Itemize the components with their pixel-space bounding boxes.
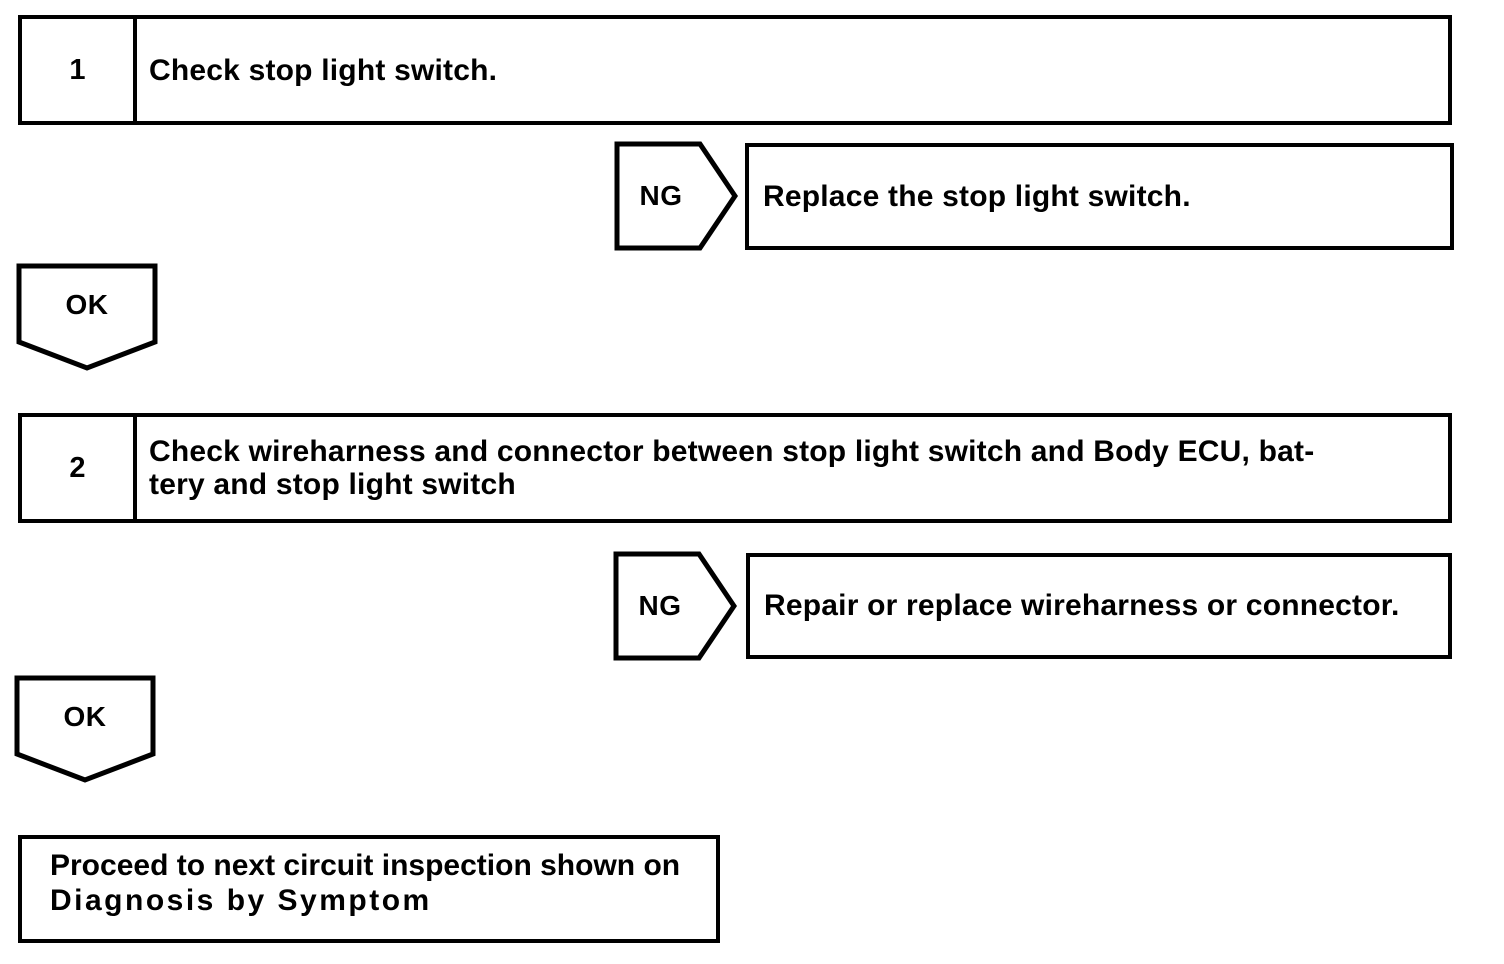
step-2-instruction-line-1: Check wireharness and connector between …: [149, 435, 1315, 468]
ok-pentagon-icon: [16, 263, 158, 371]
step-1-instruction-line: Check stop light switch.: [149, 53, 498, 87]
ng-pentagon-icon: [613, 551, 737, 661]
end-box-line-2: Diagnosis by Symptom: [50, 884, 432, 917]
end-box-text: Proceed to next circuit inspection shown…: [22, 839, 716, 939]
ok-pentagon-icon: [14, 675, 156, 783]
step-1-box: 1 Check stop light switch.: [18, 15, 1452, 125]
step-1-ng-result-text: Replace the stop light switch.: [763, 179, 1191, 213]
step-2-number: 2: [69, 451, 86, 484]
step-2-instruction-line-2: tery and stop light switch: [149, 468, 516, 501]
step-2-number-cell: 2: [22, 417, 137, 519]
step-2-ok-arrow: OK: [14, 675, 156, 783]
step-1-number-cell: 1: [22, 19, 137, 121]
step-1-ng-label: NG: [639, 180, 683, 211]
ng-pentagon-icon: [614, 141, 738, 251]
step-1-ng-result-box: Replace the stop light switch.: [745, 143, 1454, 250]
step-2-instruction: Check wireharness and connector between …: [137, 417, 1448, 519]
step-1-number: 1: [69, 53, 86, 86]
step-2-ng-result-text: Repair or replace wireharness or connect…: [764, 589, 1400, 622]
step-2-ng-arrow: NG: [613, 551, 737, 661]
step-1-ok-label: OK: [65, 289, 109, 320]
step-2-box: 2 Check wireharness and connector betwee…: [18, 413, 1452, 523]
end-box: Proceed to next circuit inspection shown…: [18, 835, 720, 943]
step-1-ok-arrow: OK: [16, 263, 158, 371]
step-2-ng-label: NG: [638, 590, 682, 621]
end-box-line-1: Proceed to next circuit inspection shown…: [50, 849, 681, 882]
step-1-ng-arrow: NG: [614, 141, 738, 251]
step-2-ok-label: OK: [63, 701, 107, 732]
step-1-instruction: Check stop light switch.: [137, 19, 1448, 121]
step-2-ng-result-box: Repair or replace wireharness or connect…: [746, 553, 1452, 659]
